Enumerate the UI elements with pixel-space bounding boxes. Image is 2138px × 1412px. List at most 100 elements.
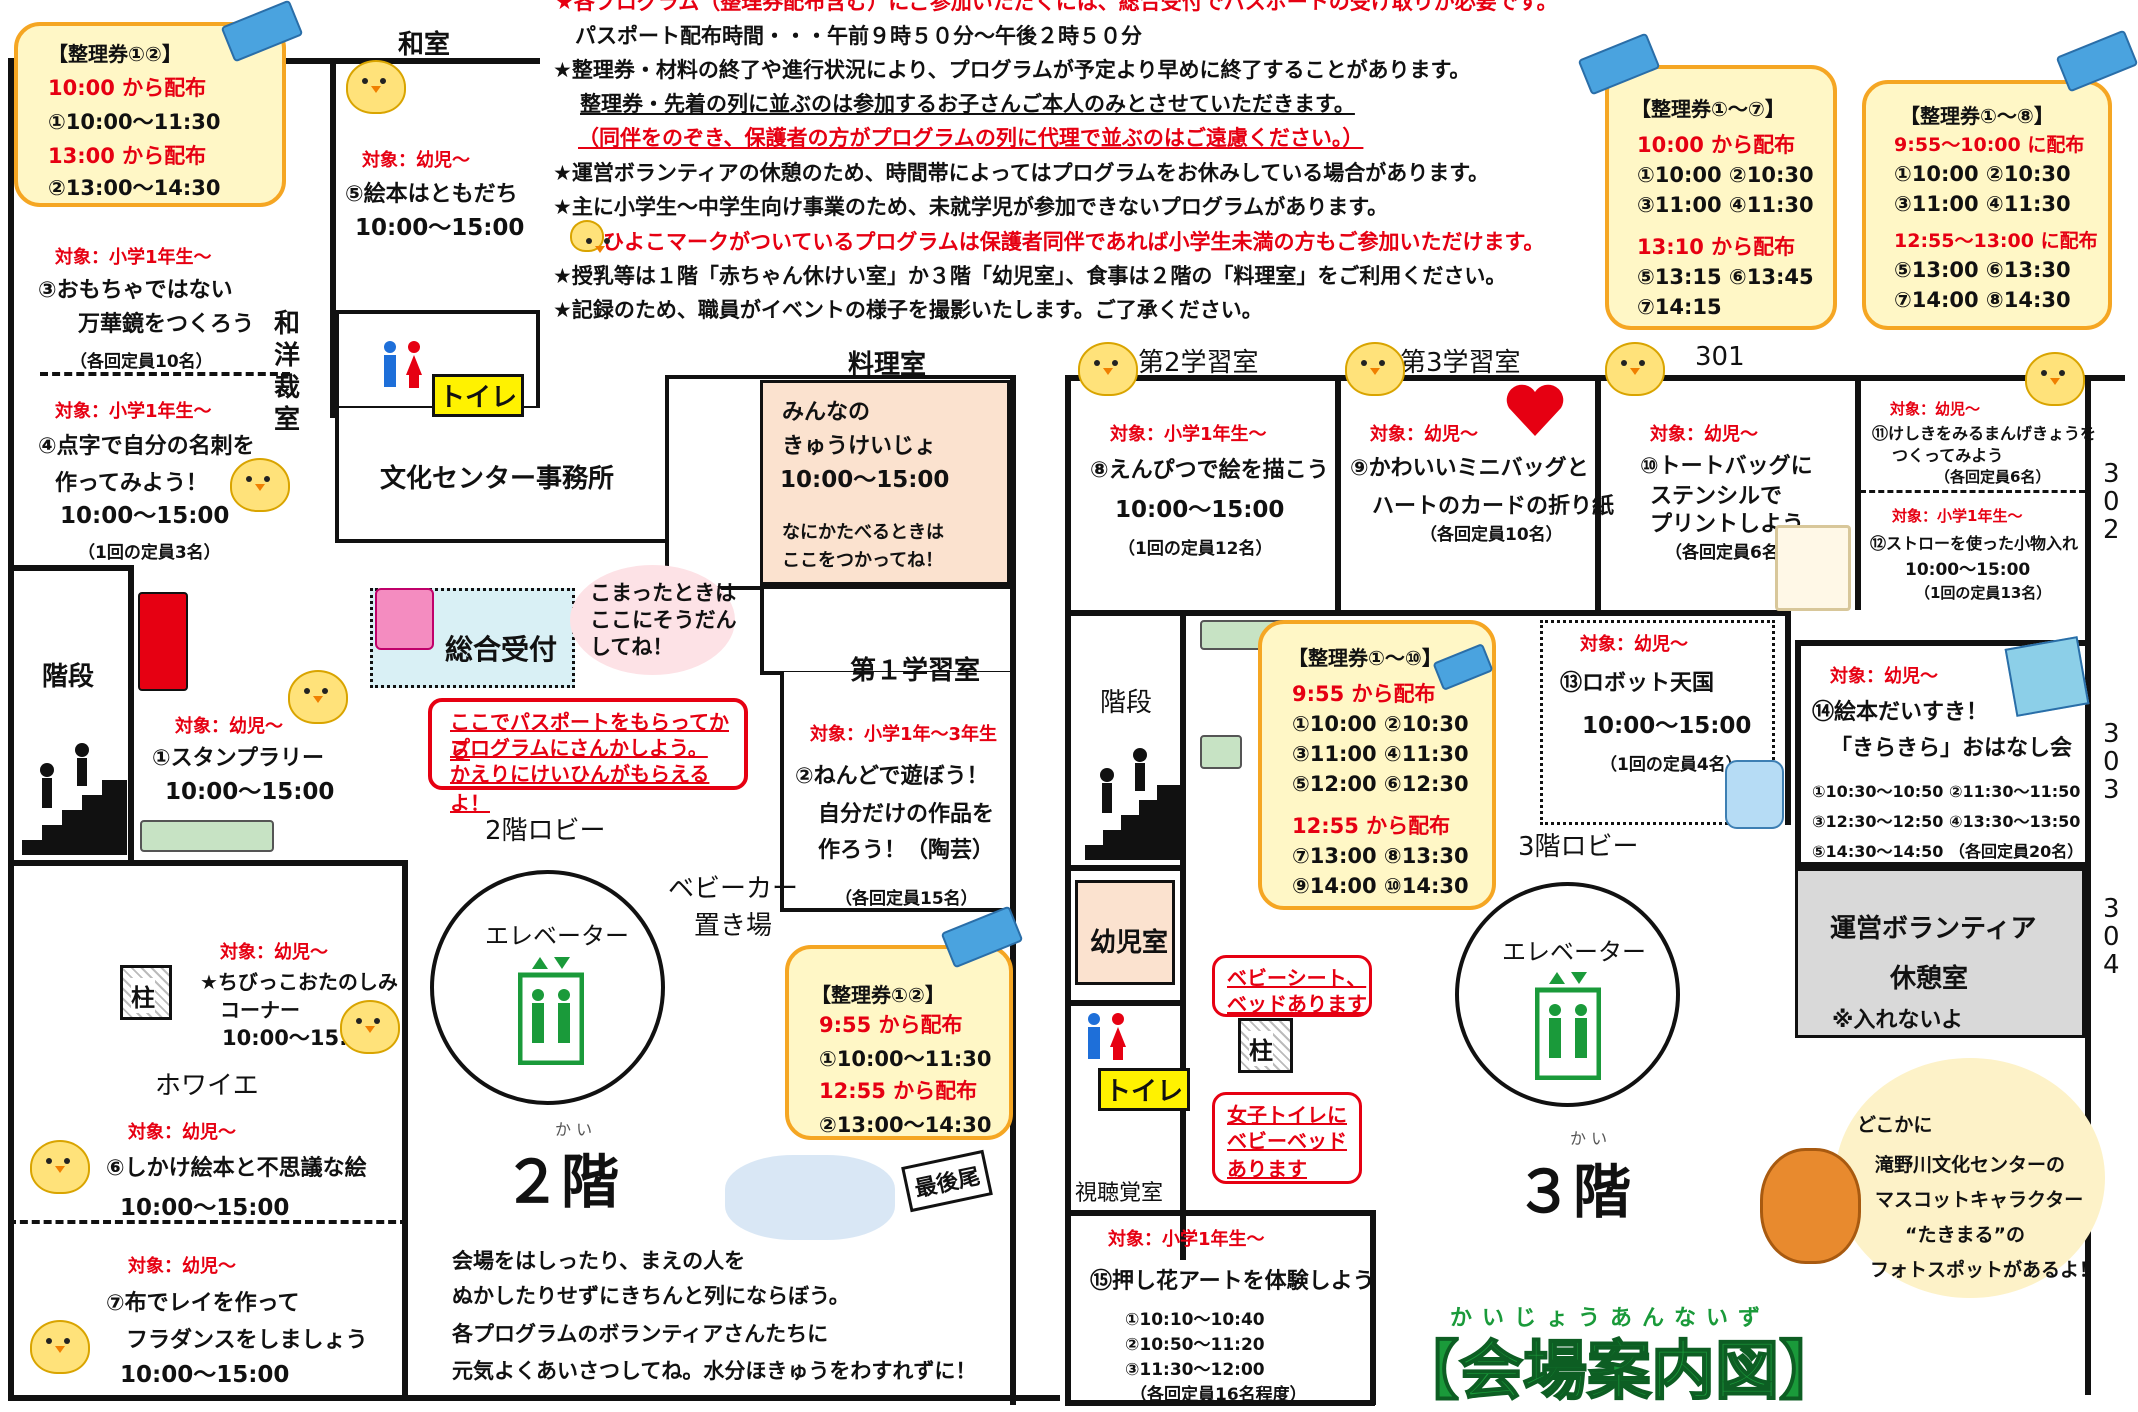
pillar-3f: 柱	[1238, 1018, 1293, 1073]
bubble-dist-1: 10:00 から配布	[48, 76, 207, 100]
queue-cats-icon	[725, 1155, 895, 1240]
p6-time: 10:00〜15:00	[120, 1195, 290, 1221]
manner-3: 各プログラムのボランティアさんたちに	[452, 1322, 829, 1346]
robot-icon	[1725, 760, 1784, 829]
tote-bag-icon	[1775, 525, 1851, 611]
bubble-dist-2: 12:55〜13:00 に配布	[1894, 230, 2098, 252]
help-bubble	[570, 565, 735, 675]
room-label-stroller: ベビーカー置き場	[668, 874, 799, 941]
room-label-302: 302	[2103, 459, 2120, 545]
p8-title: ⑧えんぴつで絵を描こう	[1090, 458, 1329, 483]
p10-title-2: ステンシルで	[1650, 484, 1783, 509]
p13-capacity: （1回の定員4名）	[1600, 755, 1743, 775]
bubble-slot-1: ①10:00 ②10:30	[1894, 162, 2071, 186]
p12-target: 対象：小学1年生〜	[1892, 507, 2023, 525]
room-label-304: 304	[2103, 894, 2120, 980]
toilet-note: 女子トイレに ベビーベッド あります	[1212, 1092, 1362, 1184]
room-infant	[1075, 880, 1175, 985]
p14-slots-1: ①10:30〜10:50 ②11:30〜11:50	[1812, 782, 2081, 801]
notice-line-8: ★授乳等は１階「赤ちゃん休けい室」か３階「幼児室」、食事は２階の「料理室」をご利…	[553, 264, 1507, 288]
p3-target: 対象：小学1年生〜	[55, 247, 212, 268]
bubble-heading: 【整理券①〜⑧】	[1900, 104, 2054, 128]
p7-title-1: ⑦布でレイを作って	[106, 1291, 300, 1316]
room-label-office: 文化センター事務所	[380, 464, 615, 494]
elevator-label-2f: エレベーター	[485, 922, 629, 950]
chick-icon	[570, 220, 605, 253]
room-pottery	[780, 672, 1015, 912]
bubble-slot-2: ③11:00 ④11:30	[1637, 193, 1814, 217]
p5-title: ⑤絵本はともだち	[345, 182, 518, 207]
p5-time: 10:00〜15:00	[355, 215, 525, 241]
passport-note-2: プログラムにさんかしよう。	[450, 736, 708, 760]
stairs-icon	[22, 740, 127, 855]
chick-icon	[340, 1000, 400, 1054]
room-label-washitsu: 和室	[398, 30, 451, 60]
notice-line-9: ★記録のため、職員がイベントの様子を撮影いたします。ご了承ください。	[553, 298, 1263, 322]
bubble-heading: 【整理券①②】	[48, 42, 182, 66]
room-label-wayosai: 和洋裁室	[274, 309, 301, 435]
floor3-label: ３階	[1515, 1158, 1632, 1226]
p2-target: 対象：小学1年〜3年生	[810, 724, 998, 745]
p3-title-2: 万華鏡をつくろう	[78, 312, 255, 337]
p1-target: 対象：幼児〜	[175, 716, 283, 737]
bubble-slot-2: ③11:00 ④11:30	[1292, 742, 1469, 766]
kids-title-1: ★ちびっこおたのしみ	[200, 970, 398, 994]
p8-capacity: （1回の定員12名）	[1118, 539, 1273, 559]
chick-icon	[288, 670, 348, 724]
p10-target: 対象：幼児〜	[1650, 424, 1758, 445]
bubble-dist-2: 12:55 から配布	[819, 1079, 978, 1103]
room-label-infant: 幼児室	[1090, 928, 1169, 958]
help-text-2: ここにそうだん	[590, 608, 737, 632]
bubble-dist-1: 9:55〜10:00 に配布	[1894, 134, 2085, 156]
bubble-slot-2: ②13:00〜14:30	[48, 176, 221, 200]
bench-icon	[140, 820, 274, 852]
room-label-cooking: 料理室	[848, 350, 927, 380]
p12-title: ⑫ストローを使った小物入れ	[1870, 534, 2079, 553]
bubble-slot-5: ⑨14:00 ⑩14:30	[1292, 874, 1469, 898]
bubble-slot-4: ⑦14:15	[1637, 295, 1722, 319]
p9-capacity: （各回定員10名）	[1420, 525, 1563, 545]
baby-note-2: ベッドあります	[1227, 992, 1367, 1016]
p7-time: 10:00〜15:00	[120, 1362, 290, 1388]
mascot-text-2: 滝野川文化センターの	[1875, 1154, 2066, 1176]
chick-icon	[1605, 342, 1665, 396]
chick-icon	[230, 458, 290, 512]
p4-target: 対象：小学1年生〜	[55, 401, 212, 422]
p3-capacity: （各回定員10名）	[70, 352, 213, 372]
passport-note-1: ここでパスポートをもらってから	[450, 710, 729, 763]
room-label-stairs-2f: 階段	[42, 662, 95, 692]
help-text-3: してね！	[590, 635, 674, 659]
p13-title: ⑬ロボット天国	[1560, 671, 1715, 696]
p11-target: 対象：幼児〜	[1890, 400, 1981, 418]
p2-capacity: （各回定員15名）	[835, 889, 978, 909]
p14-slots-2: ③12:30〜12:50 ④13:30〜13:50	[1812, 812, 2081, 831]
mascot-text-4: “たきまる”の	[1905, 1224, 2025, 1246]
rest-time: 10:00〜15:00	[780, 467, 950, 493]
notice-line-1: パスポート配布時間・・・午前９時５０分〜午後２時５０分	[575, 24, 1142, 48]
ticket-bubble-3f-7: 【整理券①〜⑦】 10:00 から配布 ①10:00 ②10:30 ③11:00…	[1605, 65, 1837, 330]
mascot-icon	[1760, 1148, 1861, 1264]
bubble-slot-3: ⑤13:15 ⑥13:45	[1637, 265, 1814, 289]
toilet-note-1: 女子トイレに	[1227, 1103, 1347, 1127]
p10-title-1: ⑩トートバッグに	[1640, 454, 1813, 479]
notice-line-2: ★整理券・材料の終了や進行状況により、プログラムが予定より早めに終了することがあ…	[553, 58, 1471, 82]
room-label-lobby-3f: 3階ロビー	[1518, 832, 1639, 862]
rest-note-1: なにかたべるときは	[782, 522, 944, 543]
p2-title-1: ②ねんどで遊ぼう！	[795, 764, 989, 789]
p12-time: 10:00〜15:00	[1905, 560, 2031, 580]
bubble-slot-1: ①10:00 ②10:30	[1292, 712, 1469, 736]
p11-capacity: （各回定員6名）	[1935, 468, 2051, 486]
rest-title-2: きゅうけいじょ	[782, 434, 937, 459]
room-label-303: 303	[2103, 719, 2120, 805]
p15-target: 対象：小学1年生〜	[1108, 1229, 1265, 1250]
elevator-icon	[517, 955, 585, 1066]
room-volunteer	[1795, 868, 2085, 1038]
baby-note-1: ベビーシート、	[1227, 966, 1367, 990]
bubble-dist-1: 9:55 から配布	[1292, 682, 1436, 706]
chick-icon	[1078, 342, 1138, 396]
bubble-slot-3: ⑤12:00 ⑥12:30	[1292, 772, 1469, 796]
p9-title-1: ⑨かわいいミニバッグと	[1350, 456, 1589, 481]
bubble-slot-1: ①10:00 ②10:30	[1637, 163, 1814, 187]
last-sign: 最後尾	[901, 1149, 993, 1213]
room-label-study2: 第2学習室	[1138, 348, 1259, 378]
